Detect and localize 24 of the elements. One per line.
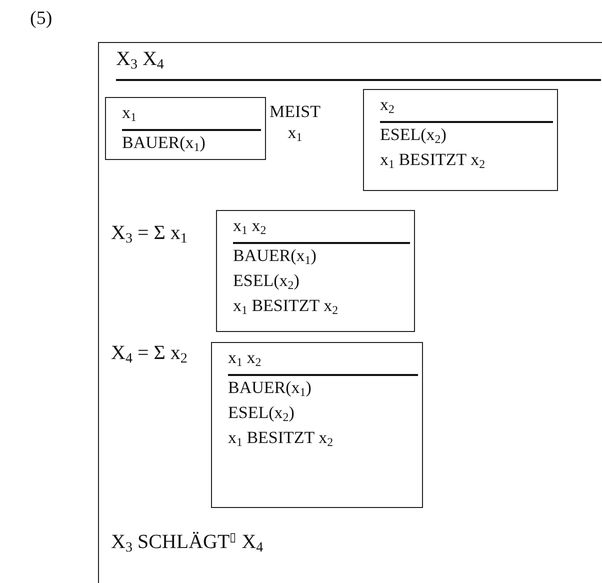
condition-text: x$_{1}$ BESITZT x$_{2}$ bbox=[228, 427, 334, 451]
drs-box bbox=[216, 210, 415, 332]
condition-text: X$_{3}$ SCHLÄGT$^{▯}$ X$_{4}$ bbox=[111, 529, 264, 558]
condition-text: x$_{1}$ BESITZT x$_{2}$ bbox=[233, 295, 338, 319]
condition-text: ESEL(x$_{2}$) bbox=[380, 124, 446, 148]
drs-box bbox=[211, 342, 423, 508]
box-heading: X$_{3}$ X$_{4}$ bbox=[116, 49, 601, 80]
condition-text: ESEL(x$_{2}$) bbox=[233, 270, 300, 294]
drs-box bbox=[98, 42, 602, 583]
condition-text: x$_{1}$ BESITZT x$_{2}$ bbox=[380, 149, 486, 173]
condition-text: ESEL(x$_{2}$) bbox=[228, 402, 294, 426]
condition-text: BAUER(x$_{1}$) bbox=[233, 245, 316, 269]
drs-box bbox=[363, 89, 558, 191]
condition-text: BAUER(x$_{1}$) bbox=[122, 132, 206, 156]
condition-text: BAUER(x$_{1}$) bbox=[228, 377, 312, 401]
box-heading: x$_{1}$ x$_{2}$ bbox=[233, 215, 410, 244]
sum-definition: X$_{3}$ = Σ x$_{1}$ bbox=[111, 223, 188, 248]
box-heading: x$_{1}$ x$_{2}$ bbox=[228, 347, 418, 376]
box-heading: x$_{1}$ bbox=[122, 102, 261, 131]
box-heading: x$_{2}$ bbox=[380, 94, 553, 123]
example-number: (5) bbox=[30, 8, 52, 29]
quantifier-label: MEIST x$_{1}$ bbox=[268, 101, 322, 146]
drs-box bbox=[105, 97, 266, 160]
sum-definition: X$_{4}$ = Σ x$_{2}$ bbox=[111, 343, 188, 368]
